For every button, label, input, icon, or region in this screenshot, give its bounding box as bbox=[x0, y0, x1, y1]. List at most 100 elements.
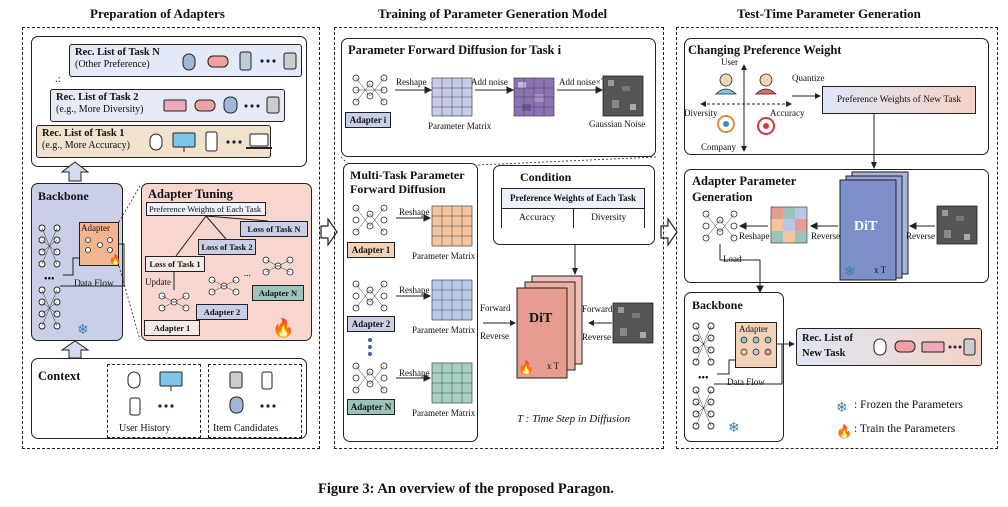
test-backbone-label: Backbone bbox=[692, 298, 743, 312]
quantize-label: Quantize bbox=[792, 73, 825, 83]
mouse-icon bbox=[873, 338, 887, 356]
watch-icon bbox=[283, 52, 297, 70]
rec-new-task-label-2: New Task bbox=[802, 348, 846, 359]
gamepad-icon bbox=[194, 99, 216, 112]
matrix-teal bbox=[431, 362, 473, 404]
forward-diffusion-title: Parameter Forward Diffusion for Task i bbox=[348, 43, 562, 57]
ellipsis-icon bbox=[260, 59, 276, 63]
svg-text:🔥: 🔥 bbox=[109, 253, 121, 266]
fire-icon: 🔥 bbox=[109, 253, 121, 266]
vertical-dots bbox=[368, 338, 372, 356]
phone-icon bbox=[239, 51, 252, 71]
legend-frozen: : Frozen the Parameters bbox=[854, 399, 963, 411]
training-reverse-right: Reverse bbox=[582, 332, 611, 342]
snowflake-icon: ❄ bbox=[844, 264, 856, 280]
user-icon bbox=[715, 73, 737, 95]
pref-new-task-box: Preference Weights of New Task bbox=[822, 86, 976, 114]
tuning-adapter-n: Adapter N bbox=[252, 285, 304, 301]
user-history-box bbox=[107, 364, 201, 438]
fire-icon: 🔥 bbox=[518, 360, 534, 376]
multi-task-title-1: Multi-Task Parameter bbox=[350, 168, 465, 182]
reshape-label: Reshape bbox=[396, 77, 427, 87]
colored-matrix bbox=[770, 206, 808, 244]
training-dit-label: DiT bbox=[529, 311, 553, 326]
training-forward-left: Forward bbox=[480, 303, 511, 313]
mouse-icon bbox=[127, 371, 141, 389]
apg-reverse-right: Reverse bbox=[906, 231, 935, 241]
panel-testtime bbox=[676, 27, 998, 449]
watch-icon bbox=[266, 96, 280, 114]
condition-diversity: Diversity bbox=[573, 209, 644, 228]
reshape-label-2: Reshape bbox=[399, 285, 430, 295]
rec-new-task-label-1: Rec. List of bbox=[802, 333, 854, 344]
apg-reverse-left: Reverse bbox=[811, 231, 840, 241]
test-adapter-label: Adapter bbox=[739, 324, 768, 334]
training-forward-right: Forward bbox=[582, 304, 613, 314]
ellipsis-icon bbox=[948, 345, 962, 349]
training-xt-label: x T bbox=[547, 361, 560, 371]
snowflake-icon: ❄ bbox=[836, 400, 848, 416]
gaussian-noise-label: Gaussian Noise bbox=[589, 119, 646, 129]
svg-text:...: ... bbox=[244, 268, 251, 278]
load-label: Load bbox=[723, 254, 742, 264]
mouse-icon bbox=[149, 133, 163, 151]
ellipsis-icon bbox=[226, 140, 242, 144]
ellipsis-icon bbox=[244, 104, 260, 108]
panel-training bbox=[334, 27, 664, 449]
mouse-icon bbox=[229, 396, 244, 414]
diversity-icon bbox=[717, 115, 735, 133]
matrix-blue bbox=[431, 279, 473, 321]
phone-icon bbox=[129, 397, 141, 416]
apg-xt-label: x T bbox=[874, 265, 887, 275]
condition-accuracy: Accuracy bbox=[502, 209, 574, 228]
param-matrix-label-1: Parameter Matrix bbox=[412, 251, 476, 261]
matrix-orange bbox=[431, 205, 473, 247]
param-matrix-label-2: Parameter Matrix bbox=[412, 325, 476, 335]
add-noise-label: Add noise bbox=[471, 77, 508, 87]
condition-pref-table: Preference Weights of Each Task Accuracy… bbox=[501, 188, 645, 228]
reshape-label-n: Reshape bbox=[399, 368, 430, 378]
fire-icon: 🔥 bbox=[272, 317, 294, 339]
axis-accuracy-label: Accuracy bbox=[770, 108, 805, 118]
adapter-tuning-title: Adapter Tuning bbox=[148, 187, 233, 201]
panel-title-testtime: Test-Time Parameter Generation bbox=[737, 6, 921, 21]
svg-text:🔥: 🔥 bbox=[518, 360, 534, 376]
tuning-adapter-1: Adapter 1 bbox=[144, 320, 200, 336]
mouse-icon bbox=[182, 53, 196, 71]
training-reverse-left: Reverse bbox=[480, 331, 509, 341]
apg-reshape-label: Reshape bbox=[739, 231, 770, 241]
phone-icon bbox=[205, 131, 218, 152]
loss-task-2: Loss of Task 2 bbox=[198, 239, 256, 255]
gaussian-noise-grid bbox=[936, 205, 978, 245]
laptop-icon bbox=[246, 133, 272, 149]
monitor-icon bbox=[159, 371, 183, 391]
test-adapter-box bbox=[735, 322, 777, 368]
keyboard-icon bbox=[163, 99, 187, 112]
vertical-ellipsis: .: bbox=[55, 73, 61, 85]
condition-title: Condition bbox=[520, 170, 572, 184]
backbone-adapter-label: Adapter bbox=[81, 223, 110, 233]
backbone-dataflow-label: Data Flow bbox=[74, 279, 114, 289]
svg-text:•••: ••• bbox=[44, 274, 55, 285]
rec-list-task-2: Rec. List of Task 2 (e.g., More Diversit… bbox=[50, 89, 285, 122]
condition-pref-header: Preference Weights of Each Task bbox=[502, 189, 644, 209]
apg-title-2: Generation bbox=[692, 190, 753, 204]
apg-title-1: Adapter Parameter bbox=[692, 174, 797, 188]
item-candidates-label: Item Candidates bbox=[213, 423, 279, 434]
item-candidates-box bbox=[208, 364, 302, 438]
param-matrix-grid bbox=[431, 77, 473, 117]
mouse-icon bbox=[223, 96, 238, 114]
svg-text:🔥: 🔥 bbox=[836, 424, 852, 440]
ellipsis-icon bbox=[158, 404, 174, 408]
monitor-icon bbox=[172, 132, 196, 152]
loss-task-1: Loss of Task 1 bbox=[145, 256, 205, 272]
